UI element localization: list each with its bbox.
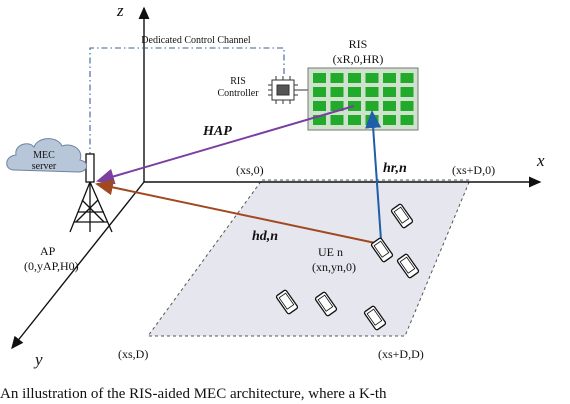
- ground-plane: [147, 179, 471, 337]
- h-ap-label: HAP: [202, 124, 232, 139]
- phone-icon: [363, 305, 387, 331]
- ris-element: [400, 73, 414, 83]
- ris-element: [383, 101, 396, 111]
- h-d-arrow: [95, 179, 381, 245]
- ris-element: [330, 101, 344, 111]
- ris-title: RIS: [349, 37, 368, 51]
- cloud-icon: [6, 138, 87, 173]
- ris-controller-label-line2: Controller: [217, 88, 259, 99]
- axis-x-label: x: [536, 151, 545, 170]
- ris-coordinate: (xR,0,HR): [333, 52, 384, 66]
- ris-element: [365, 87, 379, 97]
- ris-element: [348, 101, 361, 111]
- axis-y-label: y: [33, 350, 43, 369]
- phone-icon: [275, 289, 299, 315]
- ris-element: [330, 115, 344, 125]
- ris-element: [348, 87, 361, 97]
- phone-icon: [396, 253, 420, 279]
- phone-icon: [390, 203, 414, 229]
- chip-icon: [268, 76, 298, 104]
- ap-tower-icon: [69, 153, 113, 233]
- ap-coordinate: (0,yAP,H0): [24, 259, 79, 273]
- ris-element: [348, 115, 361, 125]
- ris-element: [313, 115, 326, 125]
- h-r-label: hr,n: [383, 161, 407, 176]
- ris-element: [330, 73, 344, 83]
- ris-element: [365, 73, 379, 83]
- ris-element: [383, 87, 396, 97]
- ris-element: [313, 73, 326, 83]
- ue-coordinate: (xn,yn,0): [312, 260, 356, 274]
- mec-label-line2: server: [32, 161, 57, 172]
- phone-icon: [314, 291, 338, 317]
- corner-xsD-label: (xs,D): [118, 347, 148, 361]
- h-r-arrow: [365, 110, 382, 241]
- ris-element: [330, 87, 344, 97]
- ris-element: [383, 115, 396, 125]
- corner-xs0-label: (xs,0): [236, 163, 264, 177]
- ap-title: AP: [40, 244, 56, 258]
- ris-element: [400, 101, 414, 111]
- h-ap-arrow: [96, 105, 355, 185]
- ris-element: [313, 101, 326, 111]
- axis-z-label: z: [116, 1, 124, 20]
- phone-icon: [370, 237, 394, 263]
- y-axis: [11, 181, 145, 350]
- ris-element: [365, 101, 379, 111]
- ris-element: [400, 115, 414, 125]
- ris-element: [313, 87, 326, 97]
- ris-element: [383, 73, 396, 83]
- control-channel-label: Dedicated Control Channel: [141, 35, 251, 46]
- ue-devices: [275, 203, 420, 331]
- ris-element: [400, 87, 414, 97]
- ris-element: [348, 73, 361, 83]
- ue-title: UE n: [318, 245, 343, 259]
- control-channel-line: [89, 47, 285, 158]
- ris-controller-label-line1: RIS: [230, 76, 246, 87]
- ris-element-grid: [313, 73, 414, 125]
- h-d-label: hd,n: [252, 229, 278, 244]
- corner-xsD0-label: (xs+D,0): [452, 163, 495, 177]
- figure-caption: An illustration of the RIS-aided MEC arc…: [0, 386, 387, 402]
- ris-panel: [307, 67, 419, 131]
- mec-label-line1: MEC: [33, 150, 55, 161]
- corner-xsDD-label: (xs+D,D): [378, 347, 424, 361]
